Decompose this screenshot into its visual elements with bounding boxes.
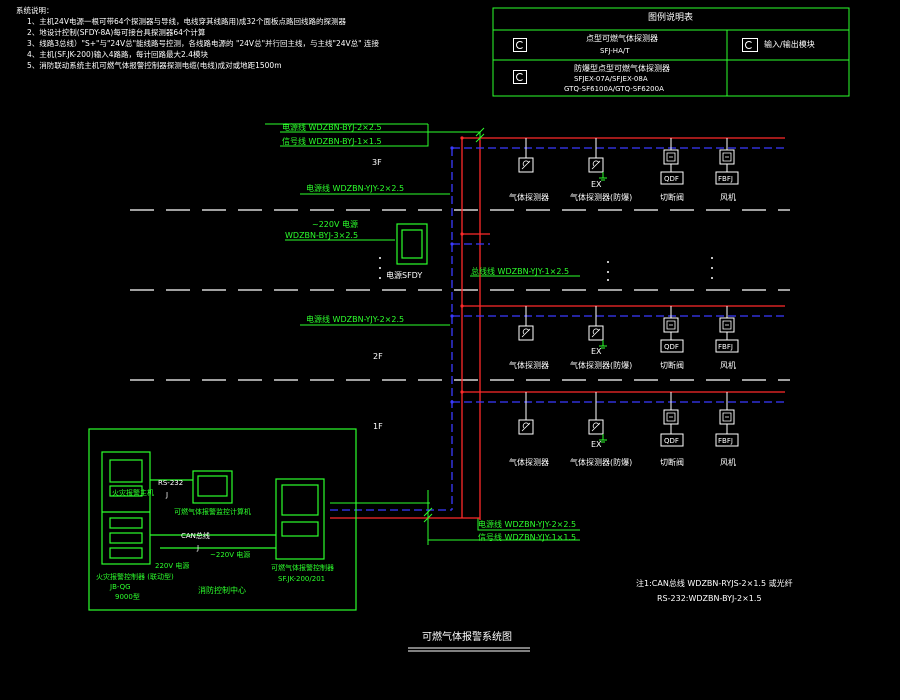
gas-detector-label-1f: 气体探测器	[509, 458, 549, 467]
power-supply-box	[396, 223, 428, 265]
fan-label-2f: 风机	[720, 361, 736, 370]
legend-title: 图例说明表	[648, 13, 694, 23]
drawing-title: 可燃气体报警系统图	[422, 632, 512, 643]
cabinet-label: 火灾报警控制器 (联动型)	[96, 573, 174, 581]
control-center	[88, 428, 357, 611]
risers	[330, 137, 785, 520]
note-line-5: 5、消防联动系统主机可燃气体报警控制器探测电缆(电线)成对或地距1500m	[27, 61, 282, 70]
legend-row2-name: 防爆型点型可燃气体探测器	[574, 64, 670, 73]
ex-detector-label-2f: 气体探测器(防爆)	[570, 361, 633, 370]
cable-power-2f: 电源线 WDZBN-YJY-2×2.5	[306, 315, 405, 324]
ex-detector-legend-icon	[513, 70, 527, 84]
cable-power-3f: 电源线 WDZBN-YJY-2×2.5	[306, 184, 405, 193]
ex-detector-label-1f: 气体探测器(防爆)	[570, 458, 633, 467]
floor-label-2f: 2F	[373, 352, 383, 361]
gas-detector-legend-icon	[513, 38, 527, 52]
cable-signal-bottom: 信号线 WDZBN-YJY-1×1.5	[478, 533, 577, 542]
cable-signal-bus: 总线线 WDZBN-YJY-1×2.5	[471, 267, 570, 276]
fbfj-label-1f: FBFJ	[718, 437, 733, 445]
ex-detector-label-3f: 气体探测器(防爆)	[570, 193, 633, 202]
cable-signal-top: 信号线 WDZBN-BYJ-1×1.5	[282, 137, 382, 146]
gas-controller-label: 可燃气体报警控制器	[271, 564, 334, 572]
rs232-j: J	[166, 491, 169, 499]
fan-label-3f: 风机	[720, 193, 736, 202]
gas-controller-model: SF.JK-200/201	[278, 575, 326, 583]
note-line-4: 4、主机(SF.JK-200)输入4路路，每计回路最大2.4模块	[27, 50, 208, 59]
rs232-label: RS-232	[158, 479, 184, 487]
valve-label-3f: 切断阀	[660, 193, 684, 202]
power-supply-label: 电源SFDY	[386, 271, 423, 280]
floor-dividers	[130, 209, 790, 381]
ex-mark-3f: EX	[591, 180, 602, 189]
cable-power-bottom: 电源线 WDZBN-YJY-2×2.5	[478, 520, 577, 529]
note-line-1: 1、主机24V电源一根可带64个探测器与导线，电线穿其线路用)成32个面板点路回…	[27, 17, 346, 26]
ac220-cab-label: 220V 电源	[155, 562, 190, 570]
legend-row2-model2: GTQ-SF6100A/GTQ-SF6200A	[564, 85, 664, 93]
note-line-3: 3、线路3总线）"S+"与"24V总"能线路号控测，各线路电源的 "24V总"并…	[27, 39, 379, 48]
bus-note-1: 注1:CAN总线 WDZBN-RYJS-2×1.5 或光纤	[636, 579, 793, 588]
device-boxes	[518, 149, 739, 447]
gas-detector-label-2f: 气体探测器	[509, 361, 549, 370]
fire-panel-label: 火灾报警主机	[112, 489, 154, 497]
qdf-label-1f: QDF	[664, 437, 679, 445]
cable-ac220: ~220V 电源	[312, 220, 358, 229]
cabinet-model2: 9000型	[115, 593, 140, 601]
gas-detector-label-3f: 气体探测器	[509, 193, 549, 202]
bus-note-2: RS-232:WDZBN-BYJ-2×1.5	[657, 594, 762, 603]
drawing-title-underline	[408, 647, 530, 652]
cable-ac220-spec: WDZBN-BYJ-3×2.5	[285, 231, 359, 240]
detector-marks	[521, 152, 732, 432]
qdf-label-3f: QDF	[664, 175, 679, 183]
ac220-control-label: ~220V 电源	[210, 551, 251, 559]
qdf-label-2f: QDF	[664, 343, 679, 351]
fbfj-label-3f: FBFJ	[718, 175, 733, 183]
can-j: J	[197, 544, 200, 552]
slash-marks	[423, 127, 485, 523]
legend-row1-right: 输入/输出模块	[764, 40, 815, 49]
legend-table	[492, 7, 850, 97]
legend-row1-model: SFJ-HA/T	[600, 47, 630, 55]
floor-label-1f: 1F	[373, 422, 383, 431]
valve-label-2f: 切断阀	[660, 361, 684, 370]
notes-title: 系统说明：	[16, 6, 54, 15]
ground-symbols	[599, 172, 607, 443]
legend-row1-name: 点型可燃气体探测器	[586, 34, 658, 43]
cable-power-top: 电源线 WDZBN-BYJ-2×2.5	[282, 123, 382, 132]
floor-label-3f: 3F	[372, 158, 382, 167]
ex-mark-1f: EX	[591, 440, 602, 449]
valve-label-1f: 切断阀	[660, 458, 684, 467]
note-line-2: 2、地设计控制(SFDY-8A)每可接台具探测器64个计算	[27, 28, 206, 37]
dot-markers	[379, 136, 713, 404]
device-drops	[525, 138, 728, 434]
legend-row2-model1: SFJEX-07A/SFJEX-08A	[574, 75, 648, 83]
top-cables	[265, 123, 580, 545]
monitor-pc-label: 可燃气体报警监控计算机	[174, 508, 251, 516]
control-center-label: 消防控制中心	[198, 586, 246, 595]
fbfj-label-2f: FBFJ	[718, 343, 733, 351]
ex-mark-2f: EX	[591, 347, 602, 356]
io-module-legend-icon	[742, 38, 758, 52]
cabinet-model: JB-QG	[110, 583, 131, 591]
fan-label-1f: 风机	[720, 458, 736, 467]
can-bus-label: CAN总线	[181, 532, 210, 540]
